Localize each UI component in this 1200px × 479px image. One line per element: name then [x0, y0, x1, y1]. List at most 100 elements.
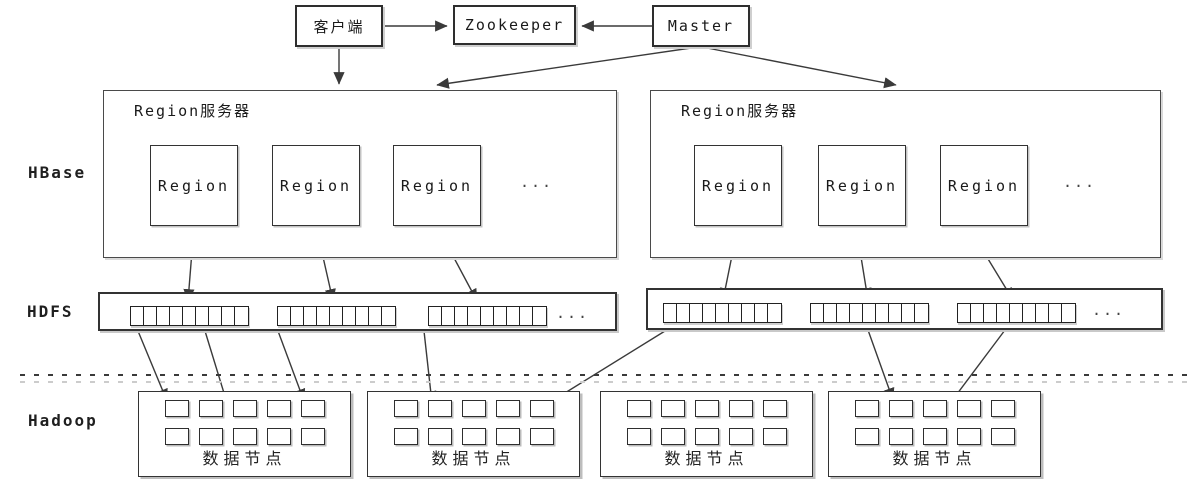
hbase-layer-label: HBase [28, 163, 87, 182]
region-ellipsis: ... [1063, 173, 1097, 191]
region-box: Region [150, 145, 238, 226]
hdfs-block-cell [902, 304, 915, 322]
hdfs-block-cell [1010, 304, 1023, 322]
datanode-cell [923, 428, 947, 445]
hdfs-block-cell [677, 304, 690, 322]
datanode-cell [855, 400, 879, 417]
datanode-cell [889, 428, 913, 445]
hdfs-block-cell [850, 304, 863, 322]
hdfs-block-cell [915, 304, 928, 322]
hdfs-block-cell [703, 304, 716, 322]
datanode-box-2: 数据节点 [367, 391, 580, 477]
datanode-cell [661, 428, 685, 445]
hdfs-block-cell [170, 307, 183, 325]
hdfs-block-strip [810, 303, 929, 323]
hdfs-block-cell [997, 304, 1010, 322]
hadoop-layer-label: Hadoop [28, 411, 98, 430]
datanode-cell [233, 428, 257, 445]
hdfs-block-strip [663, 303, 782, 323]
hdfs-block-strip [428, 306, 547, 326]
datanode-cell [496, 400, 520, 417]
zookeeper-label: Zookeeper [464, 16, 565, 34]
hdfs-block-cell [144, 307, 157, 325]
hdfs-block-strip [130, 306, 249, 326]
hdfs-block-cell [1036, 304, 1049, 322]
datanode-label: 数据节点 [431, 449, 516, 468]
datanode-cell [301, 400, 325, 417]
hdfs-block-cell [131, 307, 144, 325]
datanode-box-3: 数据节点 [600, 391, 813, 477]
datanode-cell [991, 400, 1015, 417]
hdfs-block-cell [690, 304, 703, 322]
hdfs-block-cell [369, 307, 382, 325]
hdfs-block-cell [356, 307, 369, 325]
hdfs-block-strip [277, 306, 396, 326]
datanode-cell [763, 400, 787, 417]
hdfs-block-cell [343, 307, 356, 325]
datanode-label: 数据节点 [664, 449, 749, 468]
datanode-cell [661, 400, 685, 417]
hdfs-block-cell [971, 304, 984, 322]
hdfs-block-cell [533, 307, 546, 325]
datanode-cell [855, 428, 879, 445]
region-server-title: Region服务器 [134, 102, 252, 120]
arrow-right-hdfs-to-datanode4-a [867, 329, 895, 401]
datanode-cell [165, 400, 189, 417]
region-server-title: Region服务器 [681, 102, 799, 120]
hdfs-block-cell [442, 307, 455, 325]
hdfs-block-cell [291, 307, 304, 325]
datanode-label: 数据节点 [892, 449, 977, 468]
datanode-cell [627, 400, 651, 417]
hdfs-block-cell [278, 307, 291, 325]
datanode-cell [428, 428, 452, 445]
hdfs-block-cell [889, 304, 902, 322]
hdfs-block-cell [330, 307, 343, 325]
datanode-cell [957, 400, 981, 417]
hdfs-block-cell [382, 307, 395, 325]
hdfs-block-cell [755, 304, 768, 322]
layer-separator-dotted-line [20, 374, 1190, 376]
datanode-cell [889, 400, 913, 417]
datanode-cell [199, 428, 223, 445]
region-box: Region [940, 145, 1028, 226]
hdfs-layer-label: HDFS [27, 302, 74, 321]
datanode-cell [530, 400, 554, 417]
hdfs-block-cell [468, 307, 481, 325]
datanode-cell [496, 428, 520, 445]
datanode-cell [729, 428, 753, 445]
datanode-label: 数据节点 [202, 449, 287, 468]
hdfs-block-cell [304, 307, 317, 325]
hdfs-ellipsis: ... [1092, 301, 1126, 319]
hdfs-block-cell [494, 307, 507, 325]
hdfs-block-cell [1049, 304, 1062, 322]
datanode-cell [991, 428, 1015, 445]
hdfs-block-cell [742, 304, 755, 322]
zookeeper-node: Zookeeper [453, 5, 576, 45]
hdfs-block-cell [958, 304, 971, 322]
region-box: Region [818, 145, 906, 226]
hdfs-block-cell [824, 304, 837, 322]
hdfs-block-cell [716, 304, 729, 322]
datanode-cell [428, 400, 452, 417]
datanode-cell [165, 428, 189, 445]
client-label: 客户端 [313, 17, 365, 36]
datanode-cell [957, 428, 981, 445]
hdfs-block-cell [317, 307, 330, 325]
hdfs-block-cell [811, 304, 824, 322]
datanode-cell [923, 400, 947, 417]
hdfs-block-cell [1023, 304, 1036, 322]
datanode-cell [199, 400, 223, 417]
hdfs-block-cell [429, 307, 442, 325]
datanode-cell [695, 400, 719, 417]
datanode-box-1: 数据节点 [138, 391, 351, 477]
hdfs-block-cell [235, 307, 248, 325]
hdfs-block-cell [520, 307, 533, 325]
datanode-cell [530, 428, 554, 445]
hdfs-block-cell [729, 304, 742, 322]
datanode-cell [267, 428, 291, 445]
datanode-cell [462, 428, 486, 445]
hdfs-block-cell [507, 307, 520, 325]
datanode-cell [267, 400, 291, 417]
hdfs-block-cell [455, 307, 468, 325]
region-server-box-1: Region服务器 [103, 90, 617, 258]
